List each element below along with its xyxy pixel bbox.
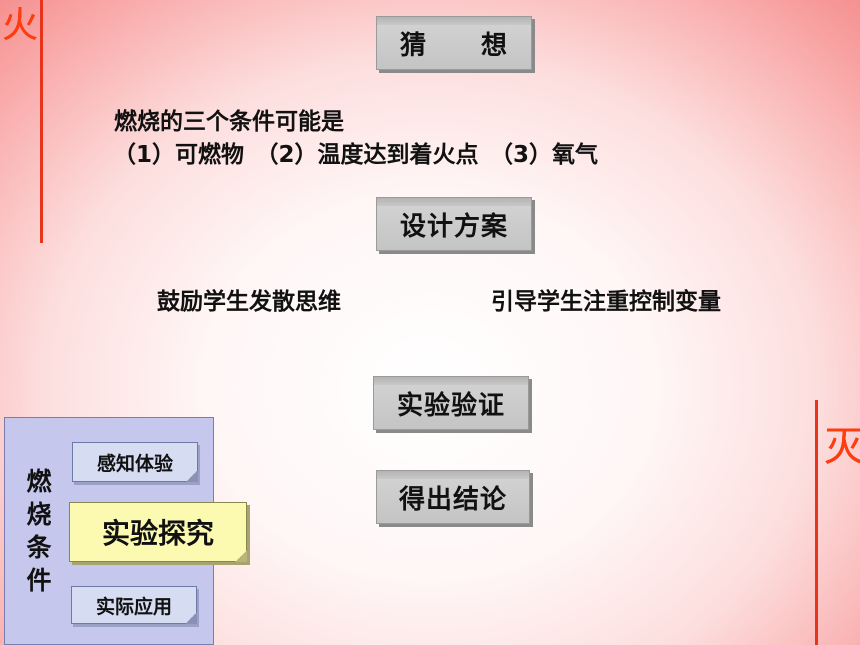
- nav-title-char: 件: [26, 566, 52, 595]
- step-design[interactable]: 设计方案: [376, 197, 532, 251]
- fire-glyph: 火: [1, 5, 38, 46]
- extinguish-glyph: 灭: [824, 424, 860, 470]
- page-fold-icon: [185, 612, 197, 624]
- nav-title-char: 条: [26, 533, 52, 562]
- hypothesis-line-1: 燃烧的三个条件可能是: [114, 109, 344, 135]
- fire-line-left: [40, 0, 43, 243]
- step-conclusion[interactable]: 得出结论: [376, 470, 530, 524]
- nav-item-application[interactable]: 实际应用: [71, 586, 197, 624]
- fire-glyph: 火: [1, 5, 38, 46]
- fire-line-right: [815, 400, 818, 645]
- page-fold-icon: [235, 550, 247, 562]
- design-note-left: 鼓励学生发散思维: [157, 289, 341, 315]
- nav-panel-title: 燃 烧 条 件: [23, 465, 55, 597]
- fire-glyph: 火: [1, 5, 38, 46]
- step-verify[interactable]: 实验验证: [373, 376, 529, 430]
- step-design-label: 设计方案: [399, 211, 508, 242]
- step-verify-label: 实验验证: [396, 390, 505, 421]
- page-fold-icon: [186, 470, 198, 482]
- design-note-right: 引导学生注重控制变量: [491, 289, 721, 315]
- fire-glyph: 火: [1, 5, 38, 46]
- fire-glyph: 火: [1, 5, 38, 46]
- step-guess-label: 猜 想: [399, 30, 508, 61]
- fire-glyph: 火: [1, 5, 38, 46]
- step-guess[interactable]: 猜 想: [376, 16, 532, 70]
- step-conclusion-label: 得出结论: [398, 484, 507, 515]
- nav-item-label: 感知体验: [96, 452, 173, 475]
- extinguish-glyph: 灭: [824, 424, 860, 470]
- extinguish-glyph: 灭: [824, 424, 860, 470]
- nav-panel: 燃 烧 条 件 感知体验 实验探究 实际应用: [4, 417, 247, 645]
- nav-item-perception[interactable]: 感知体验: [72, 442, 198, 482]
- nav-title-char: 燃: [26, 467, 52, 496]
- extinguish-glyph: 灭: [824, 424, 860, 470]
- nav-item-label: 实际应用: [95, 595, 172, 618]
- nav-item-label: 实验探究: [101, 517, 214, 550]
- hypothesis-line-2: （1）可燃物 （2）温度达到着火点 （3）氧气: [113, 142, 599, 168]
- extinguish-glyph: 灭: [824, 424, 860, 470]
- nav-item-experiment[interactable]: 实验探究: [69, 502, 247, 562]
- nav-title-char: 烧: [26, 500, 52, 529]
